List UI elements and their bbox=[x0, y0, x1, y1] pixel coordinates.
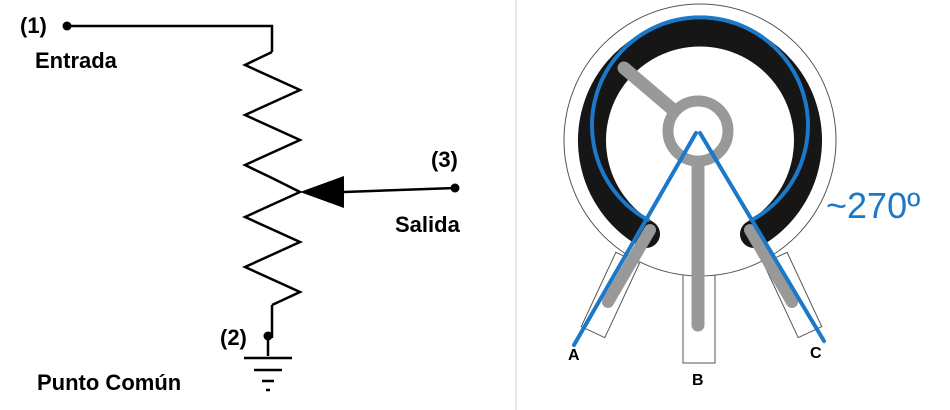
resistor-zigzag bbox=[241, 50, 304, 307]
output-label: Salida bbox=[395, 212, 461, 237]
pin-a-label: A bbox=[568, 347, 580, 364]
common-label: Punto Común bbox=[37, 370, 181, 395]
resistive-track bbox=[578, 18, 822, 248]
line-to-pin-c bbox=[698, 131, 826, 343]
wiper-arrow bbox=[300, 176, 344, 208]
shaft-ring bbox=[662, 95, 734, 167]
schematic: (1) Entrada (3) Salida (2) Punto Común bbox=[20, 13, 461, 395]
input-label: Entrada bbox=[35, 48, 118, 73]
ground-symbol bbox=[244, 356, 292, 392]
pin-a-strip bbox=[602, 224, 656, 308]
blue-overlay bbox=[572, 15, 826, 347]
pin-c-strip bbox=[744, 224, 798, 308]
terminal-1-number: (1) bbox=[20, 13, 47, 38]
pin-b-label: B bbox=[692, 372, 704, 389]
terminal-3-dot bbox=[450, 183, 460, 193]
pin-c-label: C bbox=[810, 345, 822, 362]
physical-potentiometer: ~270º A B C bbox=[563, 3, 920, 389]
line-to-pin-a bbox=[572, 131, 698, 347]
input-lead bbox=[67, 24, 274, 52]
terminal-2-dot bbox=[263, 331, 273, 341]
terminal-2-number: (2) bbox=[220, 325, 247, 350]
output-lead bbox=[343, 186, 456, 194]
angle-label: ~270º bbox=[826, 185, 920, 226]
terminal-3-number: (3) bbox=[431, 147, 458, 172]
rotation-arc bbox=[590, 15, 810, 222]
terminal-1-dot bbox=[62, 21, 72, 31]
